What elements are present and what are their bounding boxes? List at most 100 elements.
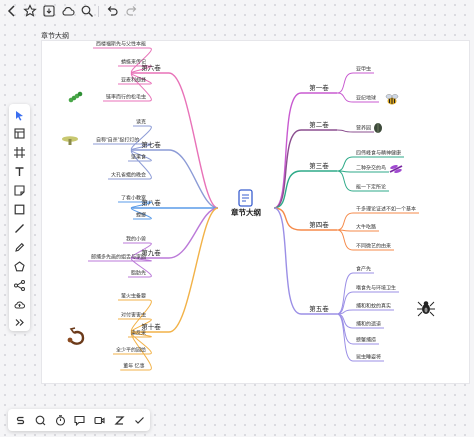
branch-label[interactable]: 第四卷 <box>309 220 329 229</box>
child-connector <box>336 156 354 172</box>
mindmap[interactable]: 第一卷 亚甲虫亚纪地球第二卷营养园第三卷 四伟峰食与精神健康二种杂交的鸟能一下定所论… <box>41 40 468 382</box>
child-node-label[interactable]: 食产先 <box>356 266 371 273</box>
cloud-icon[interactable] <box>60 3 76 19</box>
child-node-label[interactable]: 大孔雀蛾的晚会 <box>111 172 146 179</box>
branch-connector <box>273 170 302 209</box>
child-node-label[interactable]: 链率而行的松毛虫 <box>106 94 146 101</box>
toolbar-divider <box>98 6 99 17</box>
branch-label[interactable]: 第九卷 <box>141 248 161 257</box>
branch-label[interactable]: 第六卷 <box>141 63 161 72</box>
child-connector <box>336 313 354 362</box>
child-node-label[interactable]: 螳螂 <box>136 212 146 219</box>
rectangle-icon[interactable] <box>12 202 27 217</box>
frame-label: 章节大纲 <box>41 32 69 40</box>
child-node-label[interactable]: 自称“自杀”捉打灯的 <box>96 137 139 144</box>
child-node-label[interactable]: 四伟峰食与精神健康 <box>356 150 401 157</box>
mindmap-nodes: 第一卷 亚甲虫亚纪地球第二卷营养园第三卷 四伟峰食与精神健康二种杂交的鸟能一下定所论… <box>91 41 416 370</box>
branch-label[interactable]: 第二卷 <box>309 120 329 129</box>
child-node-label[interactable]: 亚甲虫 <box>356 66 371 73</box>
dragonfly-icon <box>389 164 403 174</box>
child-node-label[interactable]: 董年 忆事 <box>123 363 144 370</box>
branch-connector <box>273 129 302 209</box>
child-connector <box>336 72 354 94</box>
child-node-label[interactable]: 千多理论证述不如一个基本 <box>356 206 416 213</box>
shape-icon[interactable] <box>12 259 27 274</box>
root-label: 章节大纲 <box>231 207 261 217</box>
branch-connector <box>273 207 302 231</box>
branch-label[interactable]: 第七卷 <box>141 140 161 149</box>
beetle-icon <box>374 123 382 133</box>
child-node-label[interactable]: 邮捕多先画的姐舌与家园 <box>91 254 146 261</box>
child-node-label[interactable]: 对付害害虫 <box>121 312 146 319</box>
child-node-label[interactable]: 蜻蜓来传记 <box>121 59 146 66</box>
child-connector <box>130 72 152 102</box>
frame-icon[interactable] <box>12 145 27 160</box>
star-icon[interactable] <box>22 3 38 19</box>
child-node-label[interactable]: 我的小兽 <box>126 236 146 243</box>
root-node[interactable]: 章节大纲 <box>231 189 261 217</box>
back-icon[interactable] <box>4 3 20 19</box>
download-icon[interactable] <box>41 3 57 19</box>
child-connector <box>336 129 354 133</box>
text-icon[interactable] <box>12 164 27 179</box>
child-node-label[interactable]: 亚麦利翅蜂 <box>121 77 146 84</box>
child-node-label[interactable]: 读克 <box>136 119 146 126</box>
vote-icon[interactable] <box>132 413 146 427</box>
child-node-label[interactable]: 大牛吃路 <box>356 224 376 231</box>
child-connector <box>336 309 354 315</box>
child-node-label[interactable]: 能一下定所论 <box>356 184 386 191</box>
child-node-label[interactable]: 全少平的园给 <box>116 347 146 354</box>
child-node-label[interactable]: 昆虫睡姿将 <box>356 354 381 361</box>
child-node-label[interactable]: 二种杂交的鸟 <box>356 165 386 172</box>
child-connector <box>336 291 354 315</box>
child-connector <box>336 313 354 329</box>
comment-icon[interactable] <box>33 413 47 427</box>
z-icon[interactable] <box>112 413 126 427</box>
timer-icon[interactable] <box>53 413 67 427</box>
child-node-label[interactable]: 嗜食先与环境卫生 <box>356 285 396 292</box>
redo-icon[interactable] <box>124 3 140 19</box>
branch-connector <box>273 207 302 315</box>
branch-label[interactable]: 第一卷 <box>309 83 329 92</box>
branch-connector <box>168 149 219 209</box>
chat-icon[interactable] <box>72 413 86 427</box>
child-node-label[interactable]: 染反采 <box>131 330 146 337</box>
bee-icon <box>385 94 399 105</box>
child-connector <box>336 212 354 231</box>
caterpillar-icon <box>68 91 83 103</box>
child-connector <box>336 170 354 192</box>
search-icon[interactable] <box>79 3 95 19</box>
child-node-label[interactable]: 西楼福斯先与父性本能 <box>96 41 146 48</box>
child-node-label[interactable]: 萤火虫备要 <box>121 293 146 300</box>
branch-label[interactable]: 第五卷 <box>309 304 329 313</box>
more-icon[interactable] <box>12 315 27 330</box>
template-icon[interactable] <box>12 126 27 141</box>
upload-icon[interactable] <box>12 297 27 312</box>
bottom-toolbar <box>8 409 150 431</box>
branch-label[interactable]: 第八卷 <box>141 198 161 207</box>
sticky-note-icon[interactable] <box>12 183 27 198</box>
branch-label[interactable]: 第十卷 <box>141 322 161 331</box>
document-icon <box>238 189 253 207</box>
line-icon[interactable] <box>12 221 27 236</box>
child-node-label[interactable]: 捕和和蚊的真实 <box>356 303 391 310</box>
child-node-label[interactable]: 了看小教室 <box>121 195 146 202</box>
child-node-label[interactable]: 坚果食 <box>131 154 146 161</box>
video-icon[interactable] <box>92 413 106 427</box>
spider-icon <box>417 301 435 317</box>
branch-label[interactable]: 第三卷 <box>309 161 329 170</box>
pen-icon[interactable] <box>12 240 27 255</box>
child-node-label[interactable]: 亚纪地球 <box>356 95 376 102</box>
pointer-icon[interactable] <box>12 108 27 123</box>
child-node-label[interactable]: 营养园 <box>356 125 371 132</box>
child-node-label[interactable]: 脂肪先 <box>131 270 146 277</box>
mindmap-icon[interactable] <box>12 278 27 293</box>
child-node-label[interactable]: 不同微艺的由来 <box>356 243 391 250</box>
s-icon[interactable] <box>13 413 27 427</box>
child-node-label[interactable]: 螃蟹捕捞 <box>356 337 376 344</box>
child-node-label[interactable]: 捕和的遗道 <box>356 321 381 328</box>
mushroom-icon <box>62 136 78 145</box>
undo-icon[interactable] <box>104 3 120 19</box>
board-frame[interactable] <box>41 40 470 384</box>
child-connector <box>130 207 152 220</box>
